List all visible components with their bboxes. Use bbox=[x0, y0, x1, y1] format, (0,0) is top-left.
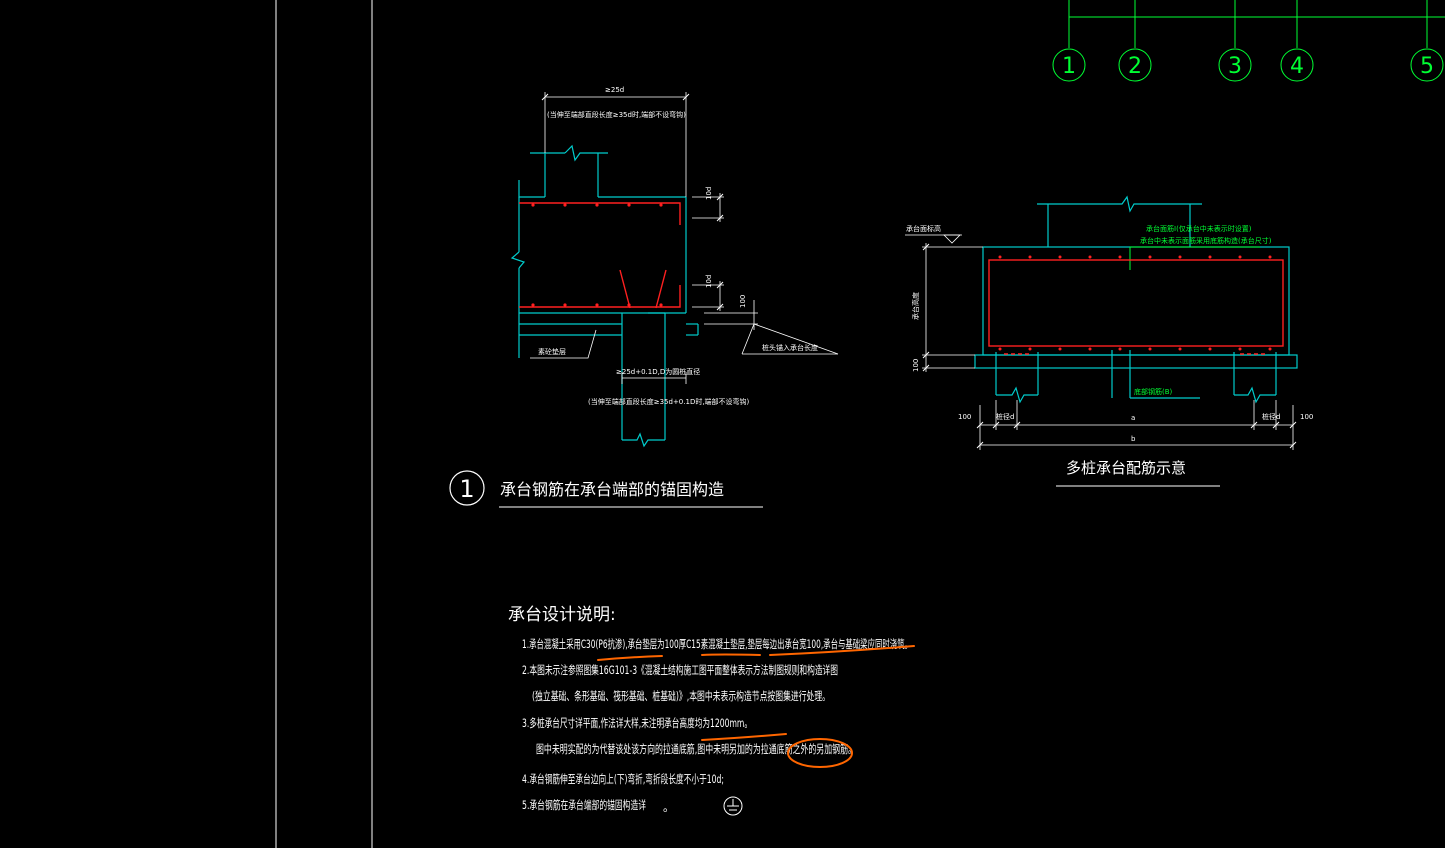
detail1-dim-ticks bbox=[541, 93, 724, 311]
notes-line-3: (独立基础、条形基础、筏形基础、桩基础)》,本图中未表示构造节点按图集进行处理。 bbox=[532, 689, 830, 703]
axis-bubble-4 bbox=[1280, 48, 1314, 82]
detail2-dim-b: b bbox=[1131, 435, 1136, 443]
detail2-label-bottom-bars: 底部钢筋(B) bbox=[1134, 387, 1173, 396]
markup-underline-4 bbox=[701, 733, 787, 741]
detail2-label-height: 承台高度 bbox=[911, 292, 920, 320]
notes-line-1: 1.承台混凝土采用C30(P6抗渗),承台垫层为100厚C15素混凝土垫层,垫层… bbox=[522, 637, 912, 651]
axis-label-1: 1 bbox=[1062, 54, 1076, 79]
axis-grid bbox=[1052, 0, 1445, 82]
notes-line-8: 。 bbox=[663, 800, 675, 814]
axis-bubble-1 bbox=[1052, 48, 1086, 82]
detail2-label-top-bars: 承台面筋Ⅰ(仅承台中未表示时设置) bbox=[1146, 224, 1252, 233]
detail1-title: 承台钢筋在承台端部的锚固构造 bbox=[500, 480, 724, 499]
detail1-dimensions bbox=[530, 92, 839, 384]
axis-label-3: 3 bbox=[1228, 54, 1242, 79]
detail1-dim-top: ≥25d bbox=[605, 86, 624, 94]
detail1-dim-10d-bot: 10d bbox=[705, 275, 713, 288]
reference-symbol-icon bbox=[723, 796, 743, 816]
detail2-dim-100-left: 100 bbox=[958, 413, 971, 421]
detail2-dim-a: a bbox=[1131, 414, 1135, 422]
axis-label-5: 5 bbox=[1420, 54, 1434, 79]
detail-1-anchorage: ≥25d (当伸至端部直段长度≥35d时,端部不设弯钩) 10d 10d 100… bbox=[449, 86, 839, 508]
axis-bubble-5 bbox=[1410, 48, 1444, 82]
detail1-dim-10d-top: 10d bbox=[705, 187, 713, 200]
detail2-label-pile-right: 桩径d bbox=[1262, 412, 1280, 421]
notes-line-4: 3.多桩承台尺寸详平面,作法详大样,未注明承台高度均为1200mm。 bbox=[522, 716, 752, 730]
detail1-note-top: (当伸至端部直段长度≥35d时,端部不设弯钩) bbox=[547, 110, 686, 119]
detail2-rebar-dots bbox=[998, 255, 1272, 351]
axis-label-2: 2 bbox=[1128, 54, 1142, 79]
markup-underline-1 bbox=[597, 655, 663, 661]
detail1-rebar bbox=[519, 202, 681, 309]
axis-labels: 1 2 3 4 5 bbox=[1062, 54, 1434, 79]
detail2-label-top-bars2: 承台中未表示面筋采用底筋构造(承台尺寸) bbox=[1140, 236, 1272, 245]
detail1-index-bubble bbox=[449, 470, 485, 506]
detail2-label-pile-left: 桩径d bbox=[996, 412, 1014, 421]
detail1-dim-100: 100 bbox=[739, 295, 747, 308]
notes-line-5: 图中未明实配的为代替该处该方向的拉通底筋,图中未明另加的为拉通底筋之外的另加钢筋… bbox=[536, 742, 856, 756]
detail1-note-bottom: (当伸至端部直段长度≥35d+0.1D时,端部不设弯钩) bbox=[588, 397, 750, 406]
detail2-title: 多桩承台配筋示意 bbox=[1066, 459, 1186, 477]
notes-line-7: 5.承台钢筋在承台端部的锚固构造详 bbox=[522, 798, 646, 812]
axis-bubble-3 bbox=[1218, 48, 1252, 82]
axis-label-4: 4 bbox=[1290, 54, 1304, 79]
detail2-dim-ticks bbox=[922, 243, 1297, 449]
detail1-index: 1 bbox=[459, 475, 474, 503]
notes-line-2: 2.本图未示注参照图集16G101-3《混凝土结构施工图平面整体表示方法制图规则… bbox=[522, 663, 838, 677]
axis-bubble-2 bbox=[1118, 48, 1152, 82]
detail1-rebar-dots bbox=[531, 203, 663, 307]
markup-underline-3 bbox=[769, 645, 915, 656]
detail1-label-anchor: 桩头锚入承台长度 bbox=[762, 343, 818, 352]
detail-2-multi-pile-cap: 承台面标高 承台面筋Ⅰ(仅承台中未表示时设置) 承台中未表示面筋采用底筋构造(承… bbox=[905, 195, 1313, 487]
markup-ellipse bbox=[787, 738, 853, 768]
notes-title: 承台设计说明: bbox=[508, 605, 616, 625]
detail1-concrete-outline bbox=[510, 144, 699, 448]
markup-underline-2 bbox=[701, 653, 761, 656]
detail1-label-cushion: 素砼垫层 bbox=[538, 347, 566, 356]
design-notes: 承台设计说明: 1.承台混凝土采用C30(P6抗渗),承台垫层为100厚C15素… bbox=[508, 605, 912, 816]
drawing-frame bbox=[275, 0, 373, 848]
detail2-dim-100-right: 100 bbox=[1300, 413, 1313, 421]
detail2-dim-100: 100 bbox=[912, 359, 920, 372]
detail2-label-top-elev: 承台面标高 bbox=[906, 224, 941, 233]
detail2-rebar bbox=[988, 259, 1284, 355]
review-markups bbox=[597, 645, 915, 768]
detail1-dim-bottom: ≥25d+0.1D,D为圆桩直径 bbox=[616, 367, 700, 376]
notes-line-6: 4.承台钢筋伸至承台边向上(下)弯折,弯折段长度不小于10d; bbox=[522, 772, 724, 786]
